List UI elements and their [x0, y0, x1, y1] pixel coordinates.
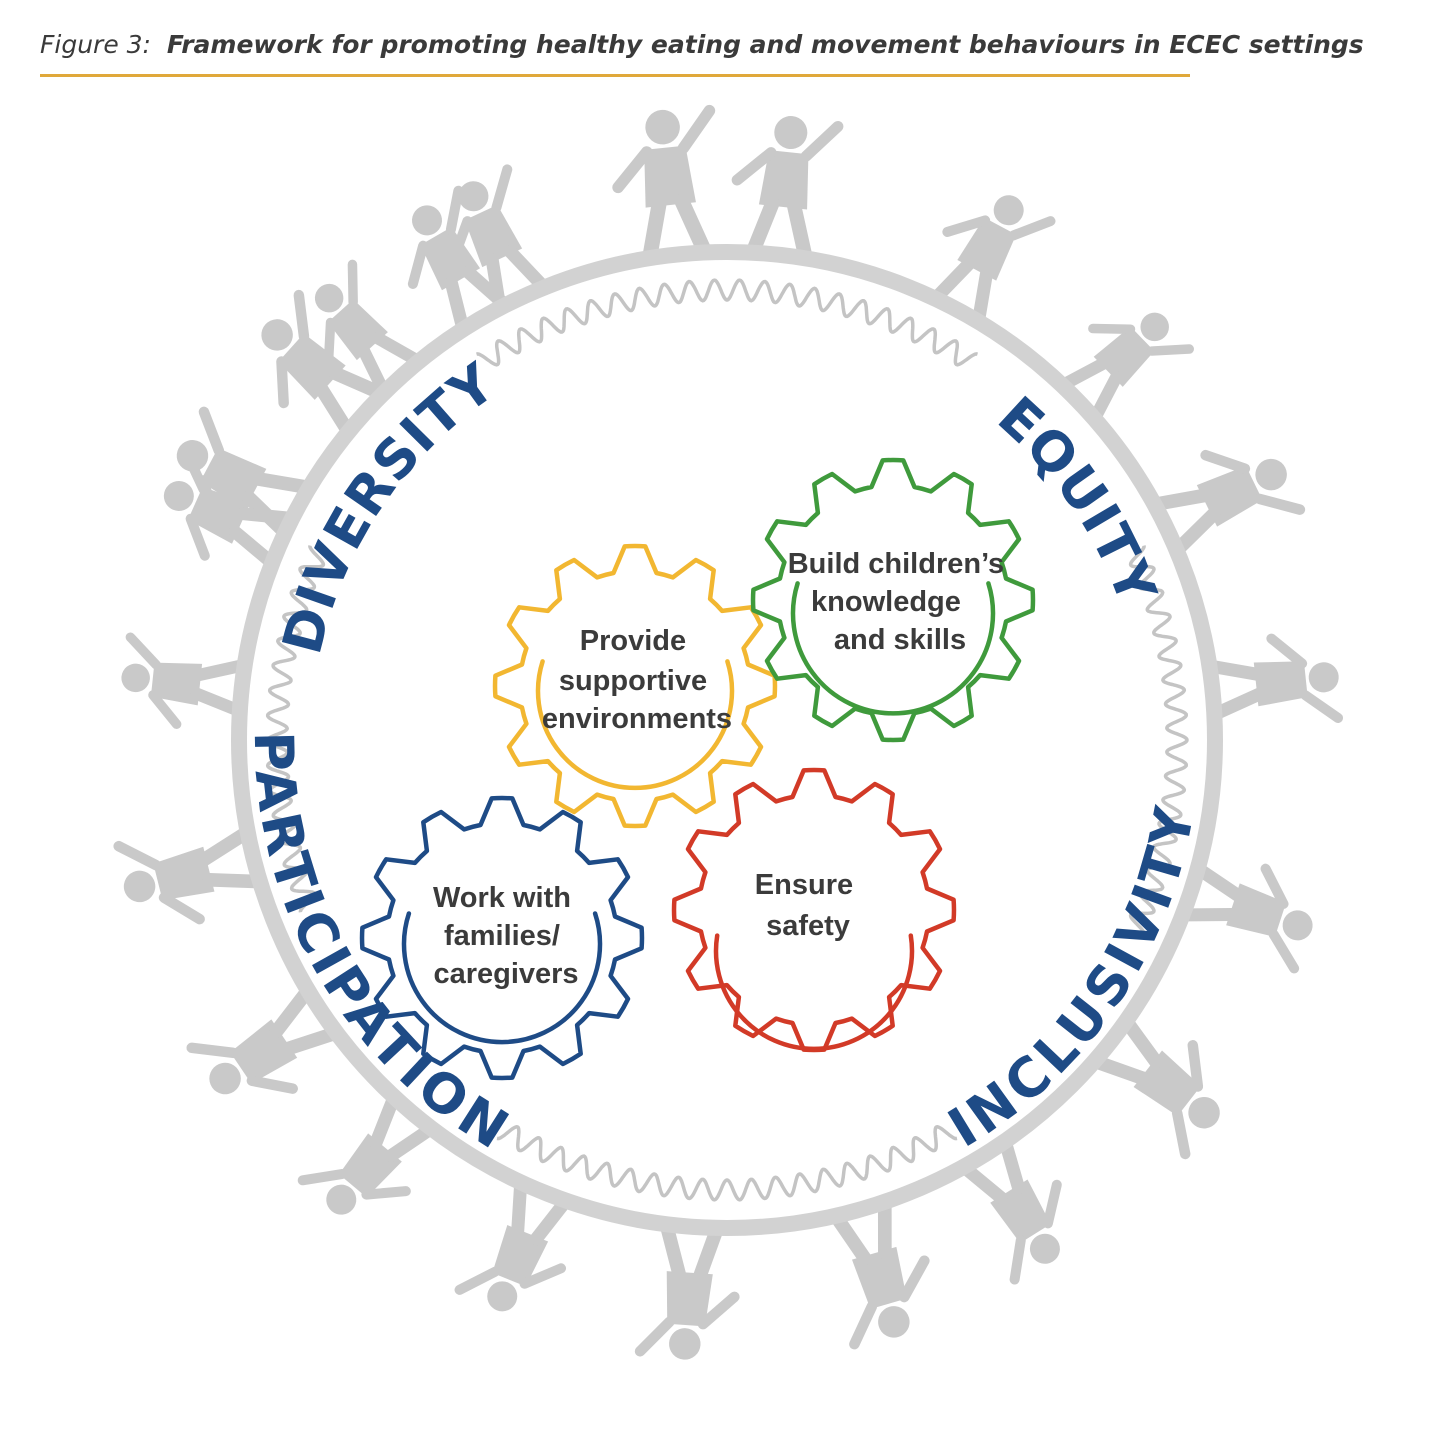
child-silhouette-icon [731, 116, 844, 261]
gear-supportive-environments: Provide supportive environments [492, 543, 778, 829]
child-silhouette-icon [612, 104, 716, 261]
children-silhouettes [113, 104, 1344, 1360]
gear-yellow-line-3: environments [542, 703, 732, 735]
child-silhouette-icon [831, 1199, 930, 1350]
child-silhouette-icon [113, 827, 263, 925]
child-silhouette-icon [1207, 633, 1344, 724]
gear-blue-line-1: Work with [433, 882, 571, 914]
gear-green-line-1: Build children’s [788, 548, 1004, 580]
gear-green-outline [750, 457, 1036, 743]
child-silhouette-icon [1152, 449, 1306, 554]
wave-segment-right [1128, 545, 1189, 935]
child-silhouette-icon [163, 448, 294, 567]
gear-red-label: Ensure safety [755, 869, 861, 942]
wave-segment-top [475, 278, 979, 367]
gear-red-arc [713, 933, 915, 1052]
gear-yellow-outline [492, 543, 778, 829]
gear-yellow-arc [535, 659, 735, 791]
caption-underline [40, 74, 1190, 77]
child-silhouette-icon [186, 987, 339, 1095]
gear-green-arc [790, 581, 996, 716]
child-silhouette-icon [297, 1094, 435, 1215]
gear-work-with-families: Work with families/ caregivers [359, 795, 645, 1081]
child-silhouette-icon [1060, 312, 1195, 421]
child-silhouette-icon [261, 289, 386, 435]
gear-yellow-label: Provide supportive environments [542, 625, 732, 735]
child-silhouette-icon [634, 1222, 740, 1360]
gear-blue-outline [359, 795, 645, 1081]
child-silhouette-icon [1180, 863, 1313, 974]
figure-caption: Figure 3: Framework for promoting health… [40, 30, 1364, 59]
child-silhouette-icon [960, 1139, 1062, 1285]
gear-blue-label: Work with families/ caregivers [433, 882, 579, 990]
child-silhouette-icon [454, 1180, 570, 1312]
gear-red-line-1: Ensure [755, 869, 853, 901]
child-silhouette-icon [121, 632, 247, 729]
gear-green-label: Build children’s knowledge and skills [788, 548, 1013, 656]
child-silhouette-icon [932, 195, 1056, 324]
outer-ring [231, 244, 1223, 1236]
wave-segment-left [265, 545, 326, 913]
wave-segment-bottom [496, 1125, 958, 1202]
gear-blue-line-3: caregivers [433, 958, 578, 990]
gear-green-line-2: knowledge [811, 586, 961, 618]
figure-title: Framework for promoting healthy eating a… [166, 30, 1364, 59]
principle-equity: EQUITY [986, 384, 1169, 612]
gear-green-line-3: and skills [834, 624, 966, 656]
gear-yellow-line-2: supportive [559, 665, 707, 697]
gear-red-line-2: safety [766, 910, 850, 942]
gear-yellow-line-1: Provide [580, 625, 686, 657]
gear-blue-arc [401, 911, 603, 1045]
gear-build-knowledge: Build children’s knowledge and skills [750, 457, 1036, 743]
child-silhouette-icon [1092, 1017, 1220, 1160]
figure-label: Figure 3: [40, 30, 151, 59]
gear-ensure-safety: Ensure safety [671, 767, 957, 1053]
child-silhouette-icon [407, 185, 509, 332]
gear-red-outline [671, 767, 957, 1053]
gear-blue-line-2: families/ [444, 920, 560, 952]
